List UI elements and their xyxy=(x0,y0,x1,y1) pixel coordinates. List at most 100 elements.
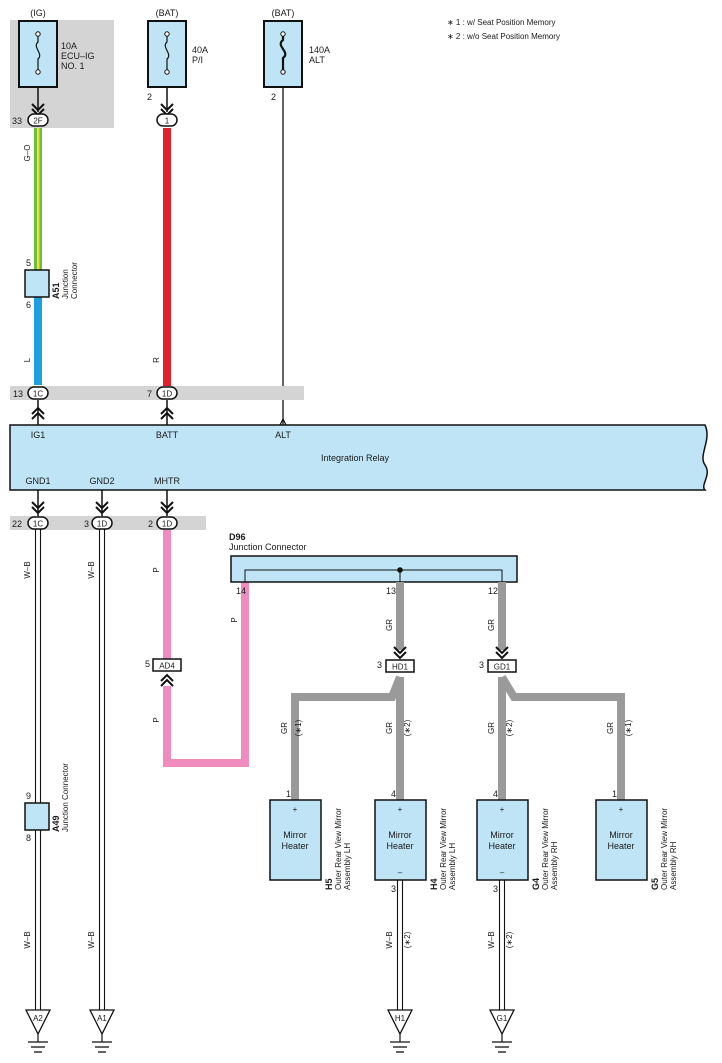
relay-mhtr: MHTR xyxy=(154,476,180,486)
conn-2f-pin: 33 xyxy=(12,116,22,126)
d96-pin13: 13 xyxy=(386,586,396,596)
g4-id: G4 xyxy=(531,878,541,890)
mirror-heater-g5 xyxy=(595,799,648,881)
fuse-symbol-icon xyxy=(35,34,41,72)
mark-star2: (∗2) xyxy=(403,719,412,736)
wire-label-g-o: G–O xyxy=(23,145,32,162)
conn-hd1-pin: 3 xyxy=(377,660,382,670)
wire-w-b-3 xyxy=(396,880,404,1010)
ground-triangle-icon xyxy=(88,1009,116,1036)
integration-relay xyxy=(9,424,708,491)
g4-plus: + xyxy=(500,805,505,814)
g4-pin-minus: 3 xyxy=(493,884,498,894)
fuse-40a-pi xyxy=(147,20,187,88)
ground-a2 xyxy=(24,1009,52,1053)
connector-ad4 xyxy=(152,658,182,672)
conn-1d-bot2-pin: 2 xyxy=(148,519,153,529)
g5-pin: 1 xyxy=(612,789,617,799)
h4-plus: + xyxy=(398,805,403,814)
g5-id: G5 xyxy=(650,878,660,890)
a49-id: A49 xyxy=(51,815,61,832)
wire-label-r: R xyxy=(152,357,161,363)
g5-line1: Outer Rear View Mirror xyxy=(660,808,669,890)
note-2: ∗ 2 : w/o Seat Position Memory xyxy=(447,32,560,41)
mark-star1: (∗1) xyxy=(294,719,303,736)
d96-id: D96 xyxy=(229,532,246,542)
wire-label-gr: GR xyxy=(385,722,394,734)
conn-gd1-id: GD1 xyxy=(494,663,511,672)
a51-name2: Connector xyxy=(70,262,79,299)
source-ig-label: (IG) xyxy=(30,8,46,18)
a51-name1: Junction xyxy=(61,269,70,299)
connector-gd1 xyxy=(487,659,517,673)
g4-line2: Assembly RH xyxy=(550,841,559,890)
connector-hd1 xyxy=(385,659,415,673)
wire-label-gr: GR xyxy=(606,722,615,734)
fuse1-amps: 10A xyxy=(61,41,77,51)
ground-h1 xyxy=(386,1009,414,1053)
source-bat2-label: (BAT) xyxy=(272,8,295,18)
conn-1c-bot-id: 1C xyxy=(33,520,43,529)
conn-1d-bot1-pin: 3 xyxy=(84,519,89,529)
a51-id: A51 xyxy=(51,282,61,299)
conn-1-id: 1 xyxy=(165,117,170,126)
mirror-heater-h4 xyxy=(374,799,427,881)
connector-2f xyxy=(27,113,49,127)
wire-label-w-b: W–B xyxy=(23,561,32,578)
mark-star2: (∗2) xyxy=(403,931,412,948)
h5-plus: + xyxy=(293,805,298,814)
mark-star2: (∗2) xyxy=(505,931,514,948)
a51-pin-in: 5 xyxy=(26,258,31,268)
h5-pin: 1 xyxy=(286,789,291,799)
wire-gr xyxy=(291,582,625,800)
fuse1-name2: NO. 1 xyxy=(61,61,85,71)
connector-1d-bottom-2 xyxy=(156,516,178,530)
connector-1d-bottom-1 xyxy=(91,516,113,530)
ground-a1-label: A1 xyxy=(97,1014,107,1023)
conn-ad4-pin: 5 xyxy=(145,659,150,669)
connector-chevron-icon xyxy=(160,673,174,687)
h5-line2: Assembly LH xyxy=(343,843,352,890)
fuse-10a-ecu-ig xyxy=(18,20,58,88)
wire-p xyxy=(163,530,249,767)
wire-label-p: P xyxy=(152,717,161,722)
conn-1d-bot2-id: 1D xyxy=(162,520,172,529)
note-1: ∗ 1 : w/ Seat Position Memory xyxy=(447,18,556,27)
h4-pin-minus: 3 xyxy=(391,884,396,894)
h4-label2: Heater xyxy=(386,841,413,851)
relay-ig1: IG1 xyxy=(31,430,46,440)
conn-1-pin: 2 xyxy=(147,92,152,102)
conn-1d-top-id: 1D xyxy=(162,390,172,399)
a49-name: Junction Connector xyxy=(61,763,70,832)
conn-1c-top-id: 1C xyxy=(33,390,43,399)
d96-name: Junction Connector xyxy=(229,542,307,552)
h4-id: H4 xyxy=(429,878,439,890)
g4-line1: Outer Rear View Mirror xyxy=(541,808,550,890)
g4-label1: Mirror xyxy=(490,830,514,840)
wire-l xyxy=(34,297,42,385)
source-bat1-label: (BAT) xyxy=(156,8,179,18)
wire-label-w-b: W–B xyxy=(87,561,96,578)
wire-w-b-4 xyxy=(498,880,506,1010)
h4-line1: Outer Rear View Mirror xyxy=(439,808,448,890)
h5-id: H5 xyxy=(324,878,334,890)
connector-chevron-icon xyxy=(31,501,45,515)
wire-w-b-2 xyxy=(98,529,106,1010)
h4-line2: Assembly LH xyxy=(448,843,457,890)
conn-2f-id: 2F xyxy=(33,117,42,126)
wire-label-w-b: W–B xyxy=(87,931,96,948)
fuse-symbol-icon xyxy=(279,34,287,72)
connector-chevron-icon xyxy=(393,646,407,660)
g5-label1: Mirror xyxy=(609,830,633,840)
mark-star2: (∗2) xyxy=(505,719,514,736)
wire-label-w-b: W–B xyxy=(385,931,394,948)
h5-line1: Outer Rear View Mirror xyxy=(334,808,343,890)
ground-g1 xyxy=(488,1009,516,1053)
d96-pin12: 12 xyxy=(488,586,498,596)
fuse-symbol-icon xyxy=(164,34,170,72)
conn-ad4-id: AD4 xyxy=(159,662,175,671)
g4-minus: – xyxy=(500,868,505,877)
fuse-140a-alt xyxy=(263,20,303,88)
